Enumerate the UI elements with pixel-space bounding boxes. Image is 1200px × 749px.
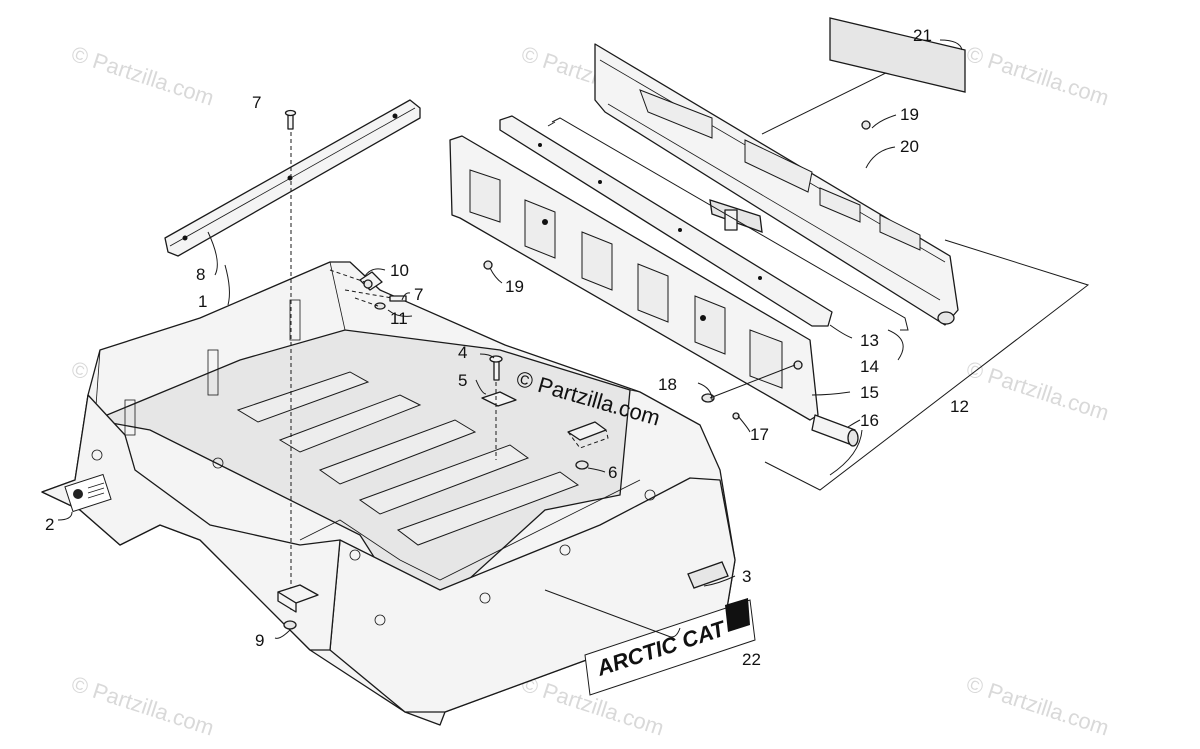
watermark: © Partzilla.com <box>963 356 1112 426</box>
callout-label: 3 <box>742 567 751 586</box>
callout-label: 14 <box>860 357 879 376</box>
nut-9 <box>277 584 319 630</box>
callout-label: 15 <box>860 383 879 402</box>
callout-label: 9 <box>255 631 264 650</box>
bolt-7-top <box>284 109 297 130</box>
callout-label: 4 <box>458 343 467 362</box>
leader-lines <box>57 39 963 639</box>
callout-label: 7 <box>252 93 261 112</box>
callout-label: 19 <box>900 105 919 124</box>
callout-label: 2 <box>45 515 54 534</box>
tailgate-rail <box>499 115 833 327</box>
callout-label: 6 <box>608 463 617 482</box>
callout-label: 19 <box>505 277 524 296</box>
callout-label: 10 <box>390 261 409 280</box>
fastener-group-10 <box>329 269 407 310</box>
callout-label: 22 <box>742 650 761 669</box>
watermark: © Partzilla.com <box>68 671 217 741</box>
tailgate-outer <box>594 43 959 326</box>
callout-label: 5 <box>458 371 467 390</box>
cross-rail <box>164 99 421 257</box>
callout-label: 12 <box>950 397 969 416</box>
callout-label: 13 <box>860 331 879 350</box>
watermark: © Partzilla.com <box>68 41 217 111</box>
callout-label: 8 <box>196 265 205 284</box>
callout-label: 11 <box>390 309 408 328</box>
callout-label: 17 <box>750 425 769 444</box>
hinge-pin <box>793 360 859 447</box>
callout-label: 21 <box>913 26 932 45</box>
callout-label: 18 <box>658 375 677 394</box>
callout-label: 1 <box>198 292 207 311</box>
callout-label: 7 <box>414 285 423 304</box>
callout-label: 20 <box>900 137 919 156</box>
callout-labels: 1 2 3 4 5 6 7 7 8 9 10 11 12 13 14 15 16… <box>45 26 969 669</box>
callout-label: 16 <box>860 411 879 430</box>
watermark: © Partzilla.com <box>963 41 1112 111</box>
warning-decal <box>64 473 112 513</box>
watermark: © Partzilla.com <box>963 671 1112 741</box>
fastener-group-4 <box>481 355 609 470</box>
